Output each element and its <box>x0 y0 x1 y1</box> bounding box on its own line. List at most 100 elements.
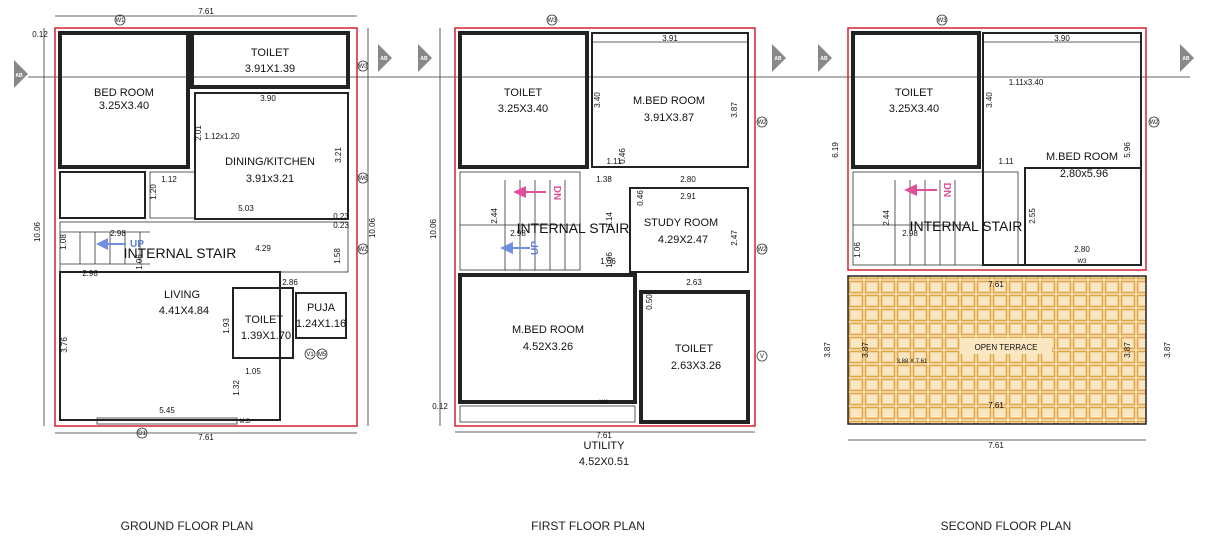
ground-store <box>59 171 146 219</box>
ground-toilet2-size: 1.39X1.70 <box>241 330 291 342</box>
ground-living <box>59 271 281 421</box>
terrace-label: OPEN TERRACE <box>975 343 1038 352</box>
ground-bed-size: 3.25X3.40 <box>99 100 149 112</box>
first-mbed-label: M.BED ROOM <box>633 95 705 107</box>
svg-text:W2: W2 <box>758 120 768 126</box>
first-toilet-label: TOILET <box>504 87 543 99</box>
second-boundary <box>847 27 1147 271</box>
second-mbed-label: M.BED ROOM <box>1046 151 1118 163</box>
svg-text:3.14: 3.14 <box>605 212 614 228</box>
up-arrow-icon-first <box>500 242 513 254</box>
svg-text:AB: AB <box>380 56 388 62</box>
svg-text:V1: V1 <box>306 352 314 358</box>
first-mbed-size: 3.91X3.87 <box>644 112 694 124</box>
svg-text:M.D: M.D <box>240 419 252 425</box>
second-stair-label: INTERNAL STAIR <box>910 218 1023 234</box>
svg-text:4.29: 4.29 <box>255 244 271 253</box>
first-mbed2-size: 4.52X3.26 <box>523 341 573 353</box>
svg-text:3.21: 3.21 <box>334 147 343 163</box>
svg-text:2.86: 2.86 <box>282 278 298 287</box>
second-mbed-size: 2.80x5.96 <box>1060 168 1108 180</box>
second-toilet <box>851 31 981 169</box>
svg-text:AB: AB <box>420 56 428 62</box>
svg-text:W1: W1 <box>600 400 610 406</box>
svg-text:W2: W2 <box>1150 120 1160 126</box>
svg-text:0.12: 0.12 <box>32 30 48 39</box>
svg-text:W3: W3 <box>359 64 369 70</box>
svg-text:0.23: 0.23 <box>333 212 349 221</box>
svg-text:1.66: 1.66 <box>600 257 616 266</box>
svg-text:W3: W3 <box>938 18 948 24</box>
svg-text:1.08: 1.08 <box>59 234 68 250</box>
ground-puja-label: PUJA <box>307 302 336 314</box>
first-toilet2-size: 2.63X3.26 <box>671 360 721 372</box>
svg-text:0.46: 0.46 <box>618 148 627 164</box>
svg-text:W2: W2 <box>359 247 369 253</box>
section-marker-ground-right: AB <box>378 44 392 72</box>
svg-text:2.01: 2.01 <box>194 125 203 141</box>
svg-text:3.87: 3.87 <box>730 102 739 118</box>
svg-text:0.46: 0.46 <box>636 190 645 206</box>
down-arrow-icon-second <box>904 184 917 196</box>
svg-text:7.61: 7.61 <box>198 433 214 442</box>
svg-text:10.06: 10.06 <box>429 218 438 239</box>
svg-text:W6: W6 <box>359 176 369 182</box>
svg-text:1.38: 1.38 <box>596 175 612 184</box>
svg-text:5.96: 5.96 <box>1123 142 1132 158</box>
svg-text:1.11x3.40: 1.11x3.40 <box>1009 78 1044 87</box>
svg-text:10.06: 10.06 <box>33 221 42 242</box>
svg-text:W3: W3 <box>548 18 558 24</box>
svg-text:1.06: 1.06 <box>135 254 144 270</box>
svg-text:2.98: 2.98 <box>902 229 918 238</box>
svg-text:2.98: 2.98 <box>82 269 98 278</box>
svg-text:3.87: 3.87 <box>1123 342 1132 358</box>
svg-text:3.91: 3.91 <box>662 34 678 43</box>
svg-text:3.76: 3.76 <box>60 337 69 353</box>
svg-text:2.47: 2.47 <box>730 230 739 246</box>
svg-text:D1: D1 <box>138 431 146 437</box>
second-toilet-size: 3.25X3.40 <box>889 103 939 115</box>
svg-text:AB: AB <box>820 56 828 62</box>
svg-text:3.40: 3.40 <box>985 92 994 108</box>
ground-toilet-label: TOILET <box>251 47 290 59</box>
section-marker-first-left: AB <box>418 44 432 72</box>
section-marker-second-right: AB <box>1180 44 1194 72</box>
svg-text:3.87: 3.87 <box>861 342 870 358</box>
svg-text:7.61: 7.61 <box>198 7 214 16</box>
section-marker-first-right: AB <box>772 44 786 72</box>
svg-text:2.55: 2.55 <box>1028 208 1037 224</box>
svg-text:3.40: 3.40 <box>593 92 602 108</box>
first-floor-plan: DN UP TOILET 3.25X3.40 M.BED ROOM 3.91X3… <box>429 14 768 533</box>
first-mbed2 <box>458 273 637 404</box>
first-mbed <box>591 32 749 168</box>
second-stair-area <box>852 171 1019 266</box>
section-marker-second-left: AB <box>818 44 832 72</box>
ground-puja <box>295 292 347 339</box>
ground-bed-label: BED ROOM <box>94 87 154 99</box>
ground-kitchen-label: DINING/KITCHEN <box>225 156 315 168</box>
svg-text:1.58: 1.58 <box>333 248 342 264</box>
svg-text:UP: UP <box>530 241 541 255</box>
svg-text:6.19: 6.19 <box>831 142 840 158</box>
first-toilet2 <box>639 290 750 424</box>
ground-living-size: 4.41X4.84 <box>159 305 209 317</box>
svg-text:1.93: 1.93 <box>222 318 231 334</box>
ground-toilet <box>190 31 350 89</box>
first-study-size: 4.29X2.47 <box>658 234 708 246</box>
svg-text:7.61: 7.61 <box>988 280 1004 289</box>
svg-text:1.20: 1.20 <box>149 184 158 200</box>
first-toilet-size: 3.25X3.40 <box>498 103 548 115</box>
second-floor-title: SECOND FLOOR PLAN <box>941 519 1072 533</box>
svg-text:UP: UP <box>130 239 144 250</box>
ground-bed-room <box>58 31 190 169</box>
svg-text:1.06: 1.06 <box>853 242 862 258</box>
svg-text:2.44: 2.44 <box>490 208 499 224</box>
first-toilet2-label: TOILET <box>675 343 714 355</box>
svg-text:1.12x1.20: 1.12x1.20 <box>204 132 240 141</box>
first-study-label: STUDY ROOM <box>644 217 718 229</box>
svg-text:0.23: 0.23 <box>333 221 349 230</box>
svg-text:2.98: 2.98 <box>110 229 126 238</box>
svg-text:1.11: 1.11 <box>607 157 623 166</box>
svg-text:W3: W3 <box>1078 259 1088 265</box>
